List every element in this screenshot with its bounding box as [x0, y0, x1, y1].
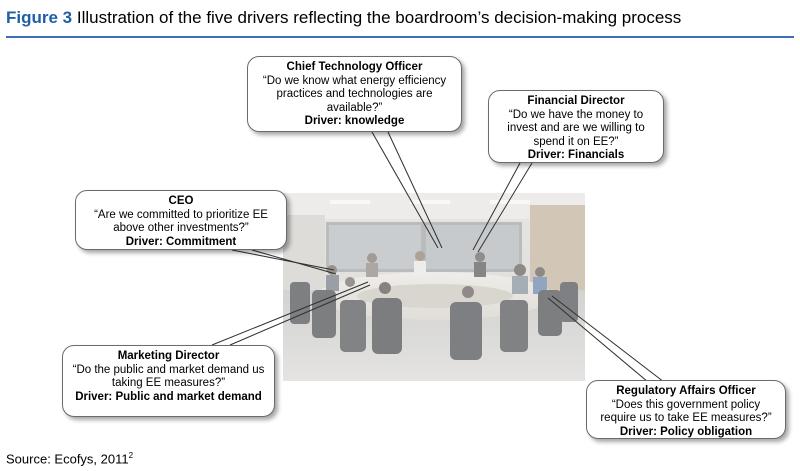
bubble-driver: Driver: Public and market demand	[75, 390, 262, 403]
bubble-quote: “Are we committed to prioritize EE above…	[94, 208, 268, 235]
connector-regulatory-affairs-officer	[551, 295, 665, 383]
bubble-role: Financial Director	[527, 95, 625, 107]
speech-bubble-financial-director: Financial Director “Do we have the money…	[488, 90, 664, 163]
connector-cto	[371, 131, 439, 249]
bubble-role: Regulatory Affairs Officer	[616, 385, 756, 397]
connector-financial-director	[477, 162, 533, 253]
source-footnote: 2	[128, 451, 134, 460]
bubble-role: Chief Technology Officer	[286, 61, 423, 73]
connector-cto	[387, 131, 443, 249]
bubble-driver: Driver: Policy obligation	[619, 425, 753, 438]
bubble-driver: Driver: Commitment	[125, 235, 237, 248]
speech-bubble-ceo: CEO “Are we committed to prioritize EE a…	[75, 190, 287, 250]
source-note: Source: Ecofys, 20112	[6, 448, 133, 467]
bubble-driver: Driver: Financials	[527, 149, 625, 161]
speech-bubble-regulatory-affairs-officer: Regulatory Affairs Officer “Does this go…	[586, 380, 786, 439]
bubble-quote: “Do the public and market demand us taki…	[72, 363, 265, 390]
bubble-role: CEO	[168, 195, 194, 207]
title-rule	[6, 36, 794, 38]
figure-caption: Illustration of the five drivers reflect…	[76, 8, 682, 27]
speech-bubble-cto: Chief Technology Officer “Do we know wha…	[247, 56, 462, 132]
connector-lines	[211, 131, 665, 383]
connector-marketing-director	[229, 284, 371, 346]
boardroom-photo	[283, 193, 585, 381]
connector-financial-director	[472, 162, 521, 251]
connector-ceo	[231, 249, 335, 271]
source-text: Source: Ecofys, 2011	[6, 451, 129, 467]
connector-marketing-director	[211, 281, 369, 346]
bubble-quote: “Does this government policy require us …	[600, 398, 772, 425]
bubble-quote: “Do we know what energy efficiency pract…	[262, 74, 447, 114]
figure-label: Figure 3	[6, 8, 73, 27]
bubble-quote: “Do we have the money to invest and are …	[507, 108, 645, 148]
bubble-driver: Driver: knowledge	[304, 115, 405, 127]
speech-bubble-marketing-director: Marketing Director “Do the public and ma…	[62, 345, 275, 417]
connector-ceo	[251, 249, 337, 275]
connector-regulatory-affairs-officer	[547, 297, 649, 383]
figure-title: Figure 3 Illustration of the five driver…	[6, 7, 794, 29]
bubble-role: Marketing Director	[117, 350, 220, 362]
